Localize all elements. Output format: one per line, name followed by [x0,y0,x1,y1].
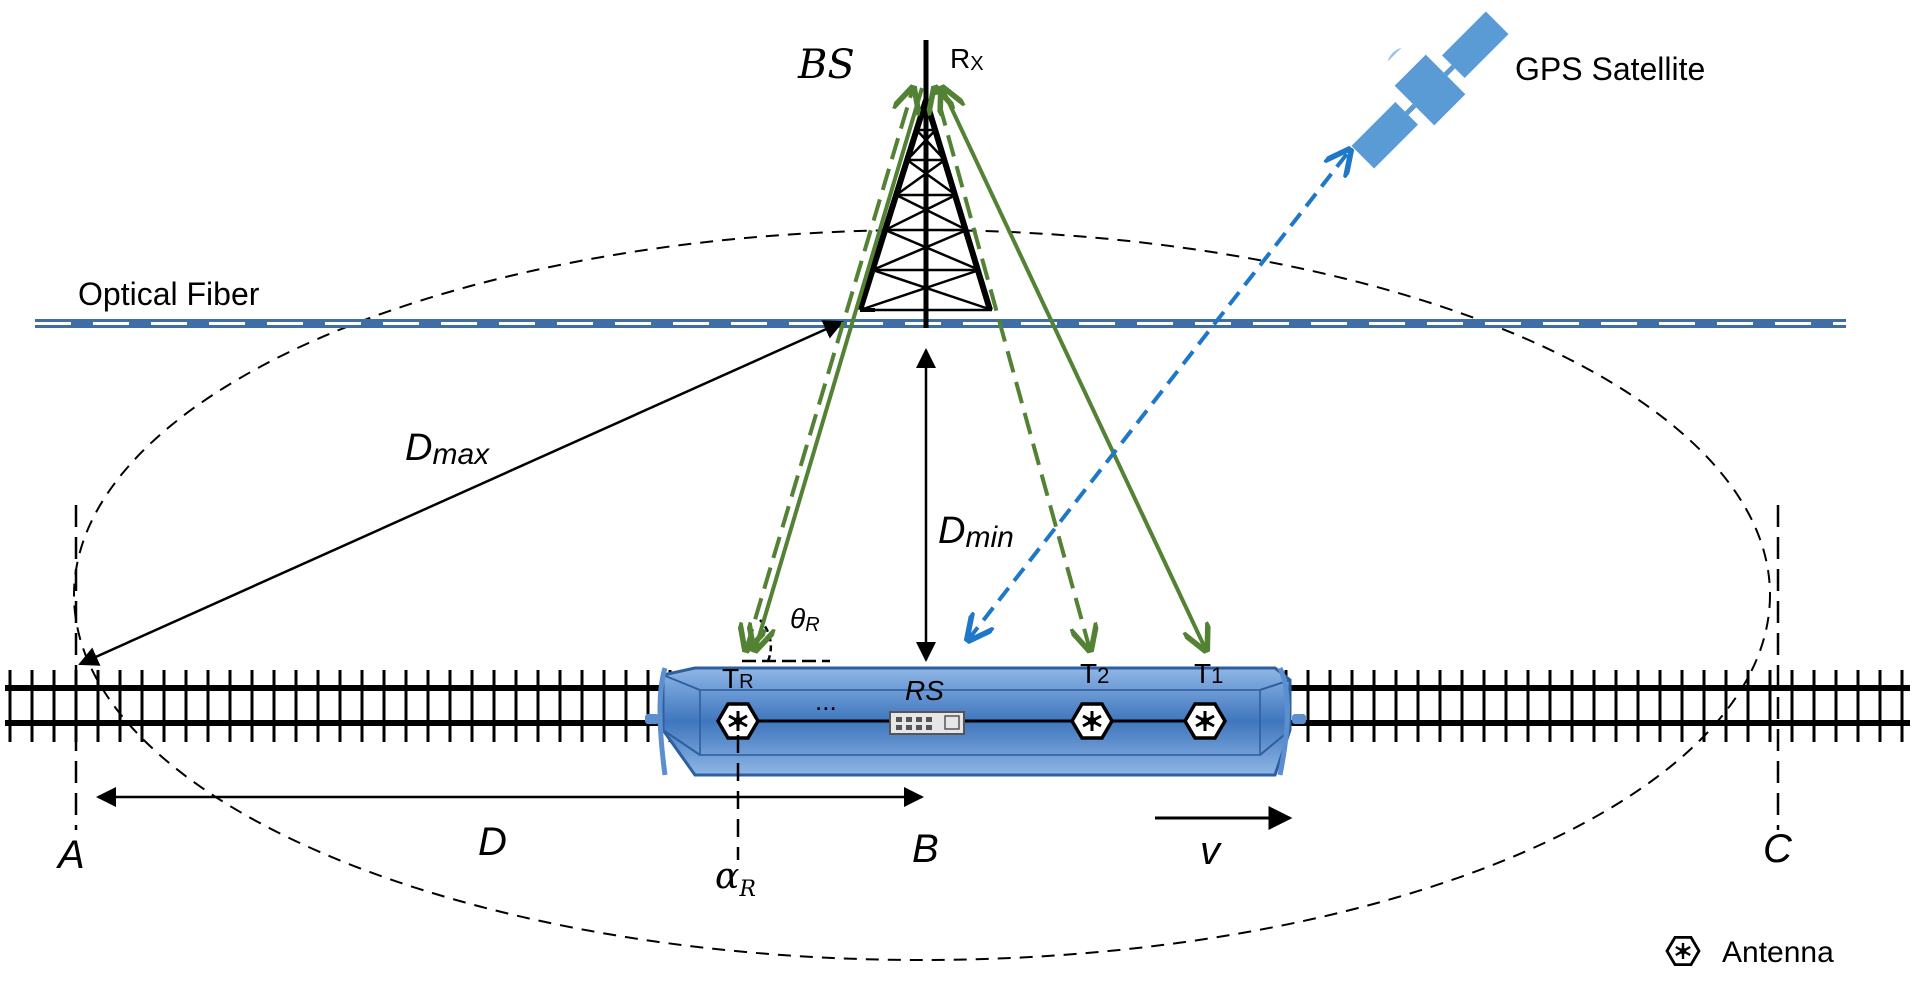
distance-d-label: D [478,820,507,864]
optical-fiber-line [35,319,1846,328]
train [645,666,1306,777]
tr-sub: R [739,671,753,693]
tr-label: TR [722,663,754,694]
alpha-main: α [715,856,739,897]
ellipsis-label: ... [815,686,837,716]
rx-label: RX [950,43,984,75]
rx-sub: X [970,53,983,75]
point-c-label: C [1763,827,1793,871]
point-a-label: A [56,833,85,877]
antenna-icon-t1 [1183,702,1227,740]
theta-label: θR [790,603,820,636]
signal-links-solid [755,88,1206,650]
alpha-sub: R [738,877,756,902]
antenna-icon-tr [716,702,760,740]
rx-main: R [950,43,970,74]
t2-label: T2 [1080,658,1109,689]
signal-links [746,88,1090,650]
t2-main: T [1080,658,1097,689]
bs-label: BS [797,42,855,88]
theta-main: θ [790,603,805,634]
dmin-label: Dmin [938,510,1014,554]
dmax-label: Dmax [405,427,490,471]
tower-brace [872,268,993,312]
tower-icon [857,40,993,328]
alpha-label: αR [715,856,756,902]
legend-antenna-label: Antenna [1722,936,1834,969]
dmax-arrow [78,320,844,666]
antenna-icon-t2 [1070,702,1114,740]
point-b-label: B [912,827,939,871]
dmax-sub: max [432,438,490,471]
t1-label: T1 [1194,658,1223,689]
gps-label: GPS Satellite [1515,51,1705,87]
optical-fiber-label: Optical Fiber [78,276,260,312]
t1-main: T [1194,658,1211,689]
tr-main: T [722,663,739,694]
tower-brace [859,268,980,312]
gps-link [968,150,1350,640]
rs-label: RS [905,675,944,706]
legend-antenna-icon [1665,936,1701,966]
t2-sub: 2 [1097,663,1109,688]
velocity-label: v [1200,829,1222,873]
t1-sub: 1 [1211,663,1223,688]
dmin-main: D [938,510,965,552]
dmin-sub: min [965,521,1013,554]
dmax-main: D [405,427,432,469]
relay-station-icon [889,711,965,735]
tower-brace [872,228,968,272]
satellite-icon [1351,11,1509,169]
theta-sub: R [805,614,819,636]
